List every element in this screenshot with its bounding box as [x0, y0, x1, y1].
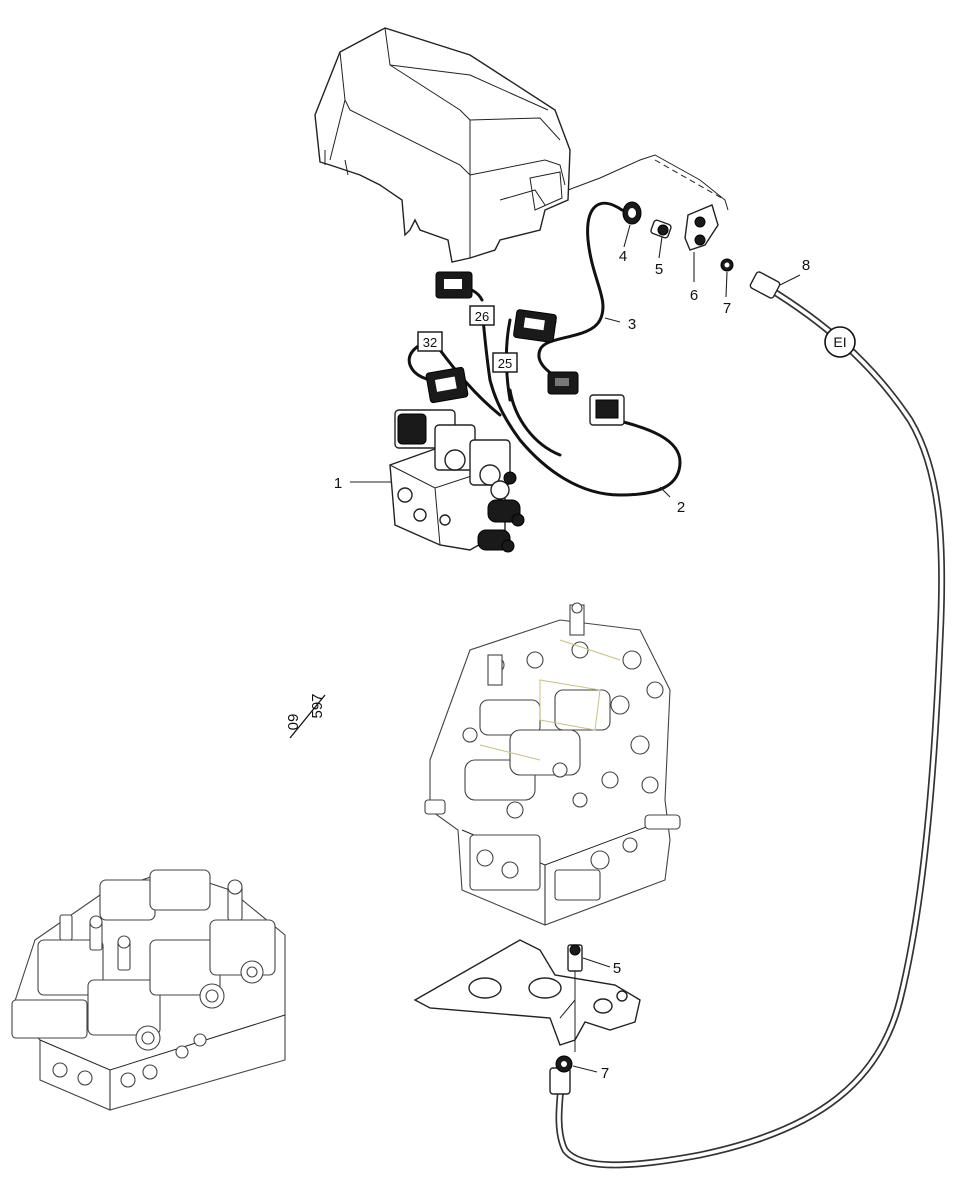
cover-link-line: [567, 154, 729, 211]
connector-box-32-label: 32: [423, 335, 437, 350]
callout-3: 3: [628, 316, 636, 333]
connector-box-26: 26: [469, 305, 495, 326]
fitting-group-top: [622, 201, 734, 272]
callout-4: 4: [619, 248, 627, 265]
callout-7-top: 7: [723, 300, 731, 317]
connector-box-26-label: 26: [475, 309, 489, 324]
callout-2: 2: [677, 499, 685, 516]
mounting-bracket: [413, 939, 641, 1073]
cab-cover: [314, 27, 571, 263]
control-valve-center: [424, 602, 681, 926]
hydraulic-hose-8: [549, 271, 946, 1169]
hose-marker-label: EI: [833, 334, 846, 350]
plug-connectors: [425, 271, 625, 426]
callout-6: 6: [690, 287, 698, 304]
connector-box-25: 25: [492, 352, 518, 373]
callout-5-bottom: 5: [613, 960, 621, 977]
callouts: 1 2 3 4 5 6 7 8 5 7: [334, 248, 810, 1082]
callout-7-bottom: 7: [601, 1065, 609, 1082]
harness-3: [537, 201, 624, 380]
page-reference: 09 597: [285, 693, 326, 739]
leader-lines: [350, 224, 801, 1073]
page-ref-top: 09: [285, 714, 302, 731]
connector-box-32: 32: [417, 331, 443, 352]
hose-marker: EI: [824, 326, 856, 358]
connector-box-25-label: 25: [498, 356, 512, 371]
solenoid-valve-block: [389, 409, 525, 553]
valve-bank-left: [11, 869, 286, 1111]
callout-1: 1: [334, 475, 342, 492]
page-ref-bottom: 597: [309, 693, 326, 718]
callout-8: 8: [802, 257, 810, 274]
callout-5-top: 5: [655, 261, 663, 278]
